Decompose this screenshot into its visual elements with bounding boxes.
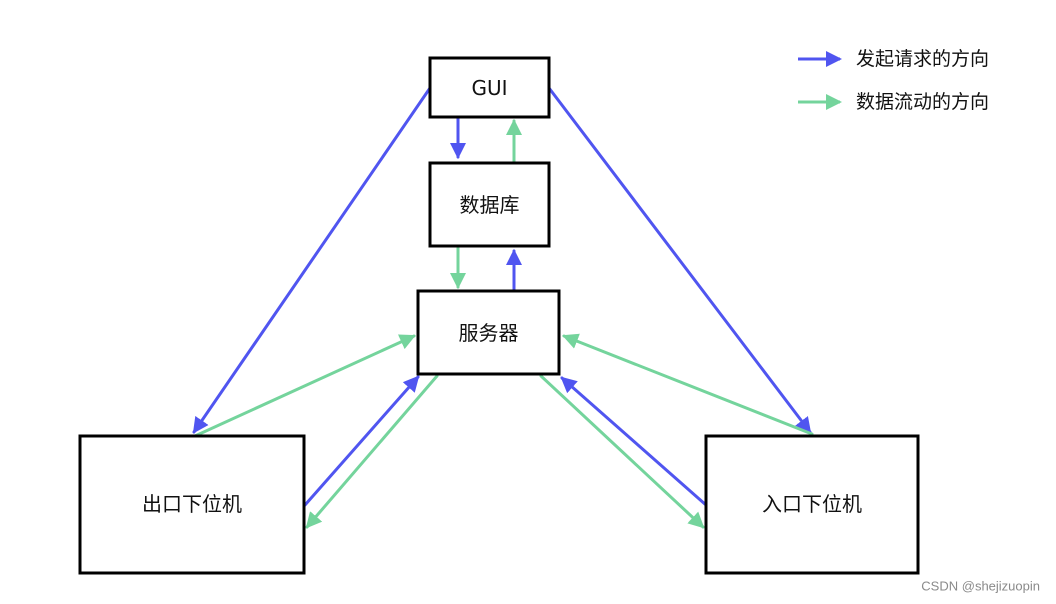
database-label: 数据库 (460, 193, 520, 217)
request-arrow-gui-to-exit-controller (192, 86, 432, 434)
legend-item-flow: 数据流动的方向 (798, 91, 989, 113)
server-label: 服务器 (459, 321, 519, 345)
legend: 发起请求的方向 数据流动的方向 (798, 48, 989, 113)
entry-controller-node: 入口下位机 (704, 434, 920, 575)
flow-arrow-server-to-entry-controller (539, 374, 705, 529)
exit-controller-label: 出口下位机 (142, 492, 242, 516)
gui-node: GUI (428, 56, 551, 119)
legend-item-request: 发起请求的方向 (798, 48, 989, 70)
flow-arrow-exit-controller-to-server (193, 334, 416, 438)
gui-label: GUI (471, 76, 507, 100)
exit-controller-node: 出口下位机 (78, 434, 306, 575)
database-node: 数据库 (428, 161, 551, 248)
flow-arrow-entry-controller-to-server (562, 333, 814, 436)
connectors (192, 86, 814, 529)
legend-flow-label: 数据流动的方向 (856, 91, 989, 113)
request-arrow-gui-to-entry-controller (547, 86, 812, 434)
entry-controller-label: 入口下位机 (762, 492, 862, 516)
legend-request-label: 发起请求的方向 (856, 48, 989, 70)
flow-arrow-server-to-exit-controller (305, 374, 439, 529)
request-arrow-exit-controller-to-server (303, 375, 420, 507)
server-node: 服务器 (416, 289, 561, 376)
watermark-text: CSDN @shejizuopin (921, 579, 1040, 594)
request-arrow-entry-controller-to-server (560, 376, 708, 507)
